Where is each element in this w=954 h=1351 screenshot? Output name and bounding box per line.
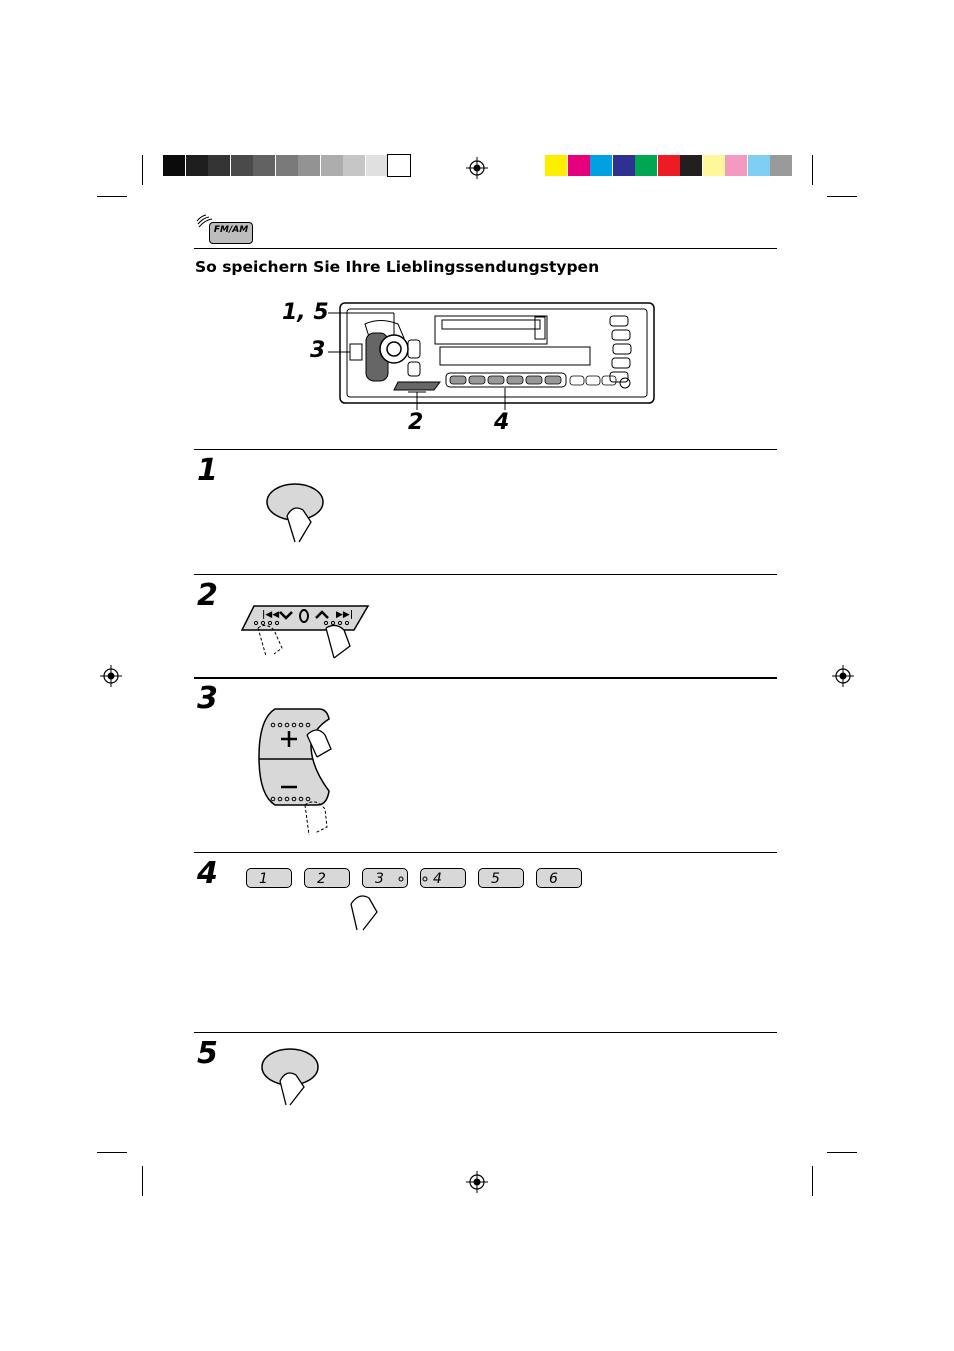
- seek-button-press-icon: |◀◀ ▶▶|: [240, 605, 370, 659]
- preset-button-1[interactable]: 1: [246, 868, 292, 888]
- divider: [194, 852, 777, 853]
- color-swatch: [590, 155, 612, 176]
- car-stereo-panel-diagram: [328, 302, 655, 410]
- divider: [194, 677, 777, 679]
- crop-mark: [97, 196, 127, 197]
- indicator-dot-icon: [422, 876, 428, 882]
- color-swatch: [387, 154, 411, 177]
- preset-button-4[interactable]: 4: [420, 868, 466, 888]
- fm-am-source-icon: FM/AM: [195, 212, 257, 246]
- svg-text:▶▶|: ▶▶|: [336, 610, 353, 620]
- registration-target-icon: [466, 1171, 488, 1193]
- step-number: 2: [197, 578, 218, 613]
- color-swatch: [612, 155, 635, 176]
- registration-target-icon: [832, 665, 854, 687]
- callout-4: 4: [494, 410, 510, 435]
- divider: [194, 248, 777, 249]
- section-heading: So speichern Sie Ihre Lieblingssendungst…: [195, 258, 600, 276]
- indicator-dot-icon: [398, 876, 404, 882]
- color-swatch: [275, 155, 298, 176]
- divider: [194, 574, 777, 575]
- oval-button-press-icon: [261, 1048, 319, 1106]
- color-swatch: [567, 155, 590, 176]
- color-swatch: [725, 155, 747, 176]
- callout-3: 3: [310, 338, 326, 363]
- preset-button-3[interactable]: 3: [362, 868, 408, 888]
- preset-button-5[interactable]: 5: [478, 868, 524, 888]
- step-number: 4: [197, 856, 218, 891]
- color-swatch: [298, 155, 320, 176]
- up-down-button-press-icon: [258, 708, 332, 836]
- fm-am-label: FM/AM: [213, 225, 249, 235]
- crop-mark: [142, 1166, 143, 1196]
- color-swatch: [545, 155, 567, 176]
- preset-button-6[interactable]: 6: [536, 868, 582, 888]
- crop-mark: [827, 1152, 857, 1153]
- color-swatch: [253, 155, 275, 176]
- crop-mark: [142, 155, 143, 185]
- color-swatch: [702, 155, 725, 176]
- callout-1-5: 1, 5: [282, 300, 329, 325]
- color-swatch: [635, 155, 657, 176]
- crop-mark: [97, 1152, 127, 1153]
- divider: [194, 1032, 777, 1033]
- finger-press-icon: [350, 895, 378, 931]
- color-swatch: [208, 155, 230, 176]
- color-swatch: [343, 155, 365, 176]
- crop-mark: [812, 1166, 813, 1196]
- color-swatch: [185, 155, 208, 176]
- color-swatch: [747, 155, 770, 176]
- registration-target-icon: [466, 157, 488, 179]
- color-swatch: [320, 155, 343, 176]
- step-number: 1: [197, 453, 218, 488]
- crop-mark: [812, 155, 813, 185]
- registration-target-icon: [100, 665, 122, 687]
- svg-text:|◀◀: |◀◀: [262, 610, 279, 620]
- color-swatch: [680, 155, 702, 176]
- color-swatch: [365, 155, 388, 176]
- callout-2: 2: [408, 410, 424, 435]
- step-number: 3: [197, 681, 218, 716]
- crop-mark: [827, 196, 857, 197]
- color-swatch: [230, 155, 253, 176]
- color-swatch: [657, 155, 680, 176]
- preset-button-2[interactable]: 2: [304, 868, 350, 888]
- color-swatch: [770, 155, 792, 176]
- color-swatch: [163, 155, 185, 176]
- divider: [194, 449, 777, 450]
- step-number: 5: [197, 1036, 218, 1071]
- oval-button-press-icon: [266, 483, 324, 543]
